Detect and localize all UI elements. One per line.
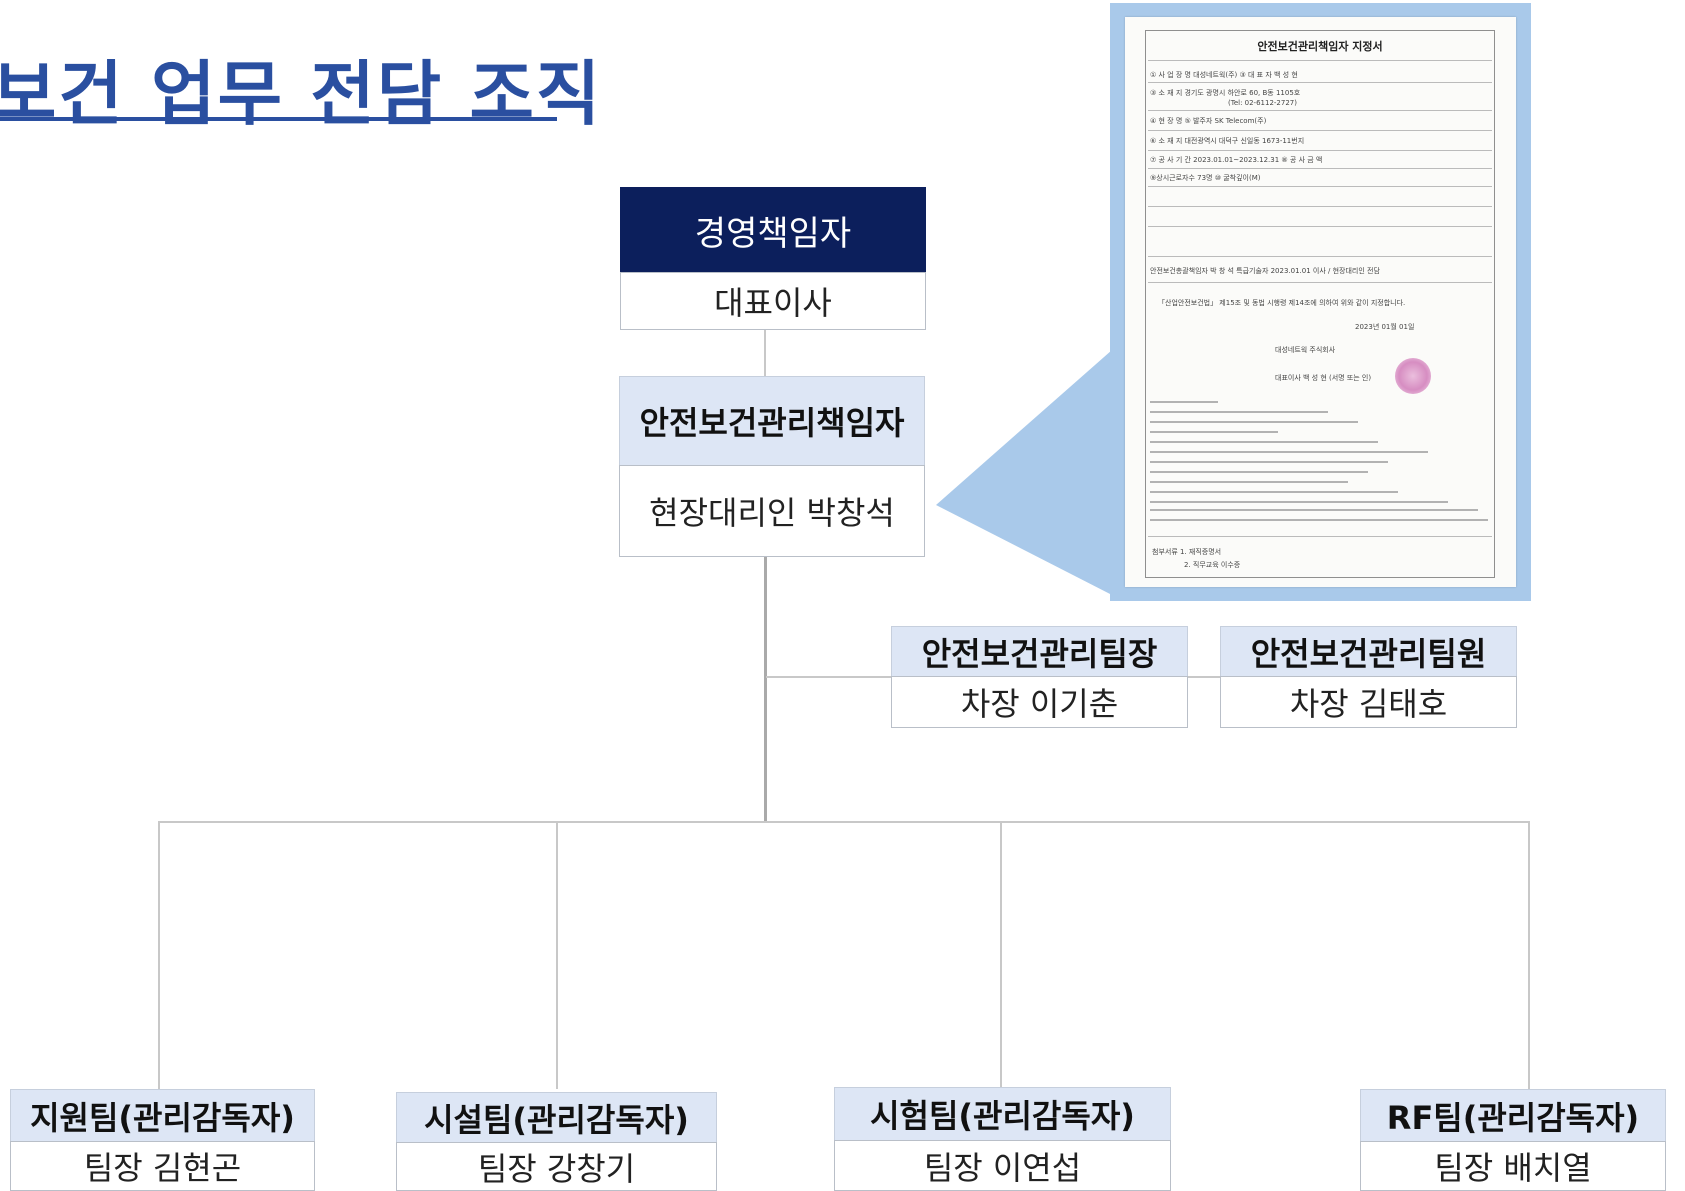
safety-manager-header: 안전보건관리책임자 xyxy=(619,376,925,466)
connector-team-4 xyxy=(1528,821,1530,1089)
document-border xyxy=(1145,30,1495,578)
document-line: ⑥ 소 재 지 대전광역시 대덕구 신일동 1673-11번지 xyxy=(1150,137,1305,145)
document-rule xyxy=(1148,206,1492,207)
safety-manager-value: 현장대리인 박창석 xyxy=(619,465,925,557)
connector-team-2 xyxy=(556,821,558,1089)
document-line: 2023년 01월 01일 xyxy=(1355,323,1415,331)
document-line: ⑦ 공 사 기 간 2023.01.01~2023.12.31 ⑧ 공 사 금 … xyxy=(1150,156,1323,164)
team-member-value: 차장 김태호 xyxy=(1220,676,1517,728)
document-rule xyxy=(1148,282,1492,283)
team-support-header: 지원팀(관리감독자) xyxy=(10,1089,315,1142)
document-line: ④ 현 장 명 ⑤ 발주자 SK Telecom(주) xyxy=(1150,117,1267,125)
document-rule xyxy=(1148,256,1492,257)
title-underline xyxy=(0,117,557,121)
document-rule xyxy=(1148,110,1492,111)
team-rf-value: 팀장 배치열 xyxy=(1360,1141,1666,1191)
team-member-header: 안전보건관리팀원 xyxy=(1220,626,1517,677)
document-line: 첨부서류 1. 재직증명서 xyxy=(1152,548,1222,556)
connector-team-3 xyxy=(1000,821,1002,1087)
ceo-value: 대표이사 xyxy=(620,272,926,330)
document-line: 대성네트웍 주식회사 xyxy=(1275,346,1336,354)
document-rule xyxy=(1148,130,1492,131)
document-rule xyxy=(1148,150,1492,151)
document-line: 안전보건총괄책임자 박 창 석 특급기술자 2023.01.01 이사 / 현장… xyxy=(1150,267,1380,275)
document-rule xyxy=(1148,168,1492,169)
document-rule xyxy=(1148,186,1492,187)
team-leader-header: 안전보건관리팀장 xyxy=(891,626,1188,677)
document-line: 대표이사 백 성 현 (서명 또는 인) xyxy=(1275,374,1372,382)
document-rule xyxy=(1148,536,1492,537)
connector-team-horizontal xyxy=(158,821,1530,823)
connector-team-1 xyxy=(158,821,160,1089)
connector-manager-trunk xyxy=(764,556,767,823)
team-facility-header: 시설팀(관리감독자) xyxy=(396,1092,717,1143)
team-facility-value: 팀장 강창기 xyxy=(396,1142,717,1191)
document-rule xyxy=(1148,82,1492,83)
connector-ceo-to-manager xyxy=(764,330,766,377)
team-test-value: 팀장 이연섭 xyxy=(834,1140,1171,1191)
document-line: ③ 소 재 지 경기도 광명시 하안로 60, B동 1105호 xyxy=(1150,89,1301,97)
document-rule xyxy=(1148,60,1492,61)
document-title: 안전보건관리책임자 지정서 xyxy=(1257,40,1383,53)
page-title: 보건 업무 전담 조직 xyxy=(0,53,603,135)
document-line: ① 사 업 장 명 대성네트웍(주) ③ 대 표 자 백 성 현 xyxy=(1150,71,1298,79)
document-line: 2. 직무교육 이수증 xyxy=(1184,561,1241,569)
team-support-value: 팀장 김현곤 xyxy=(10,1141,315,1191)
document-rule xyxy=(1148,226,1492,227)
seal-stamp-icon xyxy=(1395,358,1431,394)
team-leader-value: 차장 이기춘 xyxy=(891,676,1188,728)
document-fine-print xyxy=(1150,401,1488,521)
document-line: 「산업안전보건법」 제15조 및 동법 시행령 제14조에 의하여 위와 같이 … xyxy=(1158,299,1406,307)
document-line: (Tel: 02-6112-2727) xyxy=(1228,99,1297,107)
team-rf-header: RF팀(관리감독자) xyxy=(1360,1089,1666,1142)
ceo-header: 경영책임자 xyxy=(620,187,926,273)
document-line: ⑨상시근로자수 73명 ⑩ 굴착깊이(M) xyxy=(1150,174,1261,182)
team-test-header: 시험팀(관리감독자) xyxy=(834,1087,1171,1141)
